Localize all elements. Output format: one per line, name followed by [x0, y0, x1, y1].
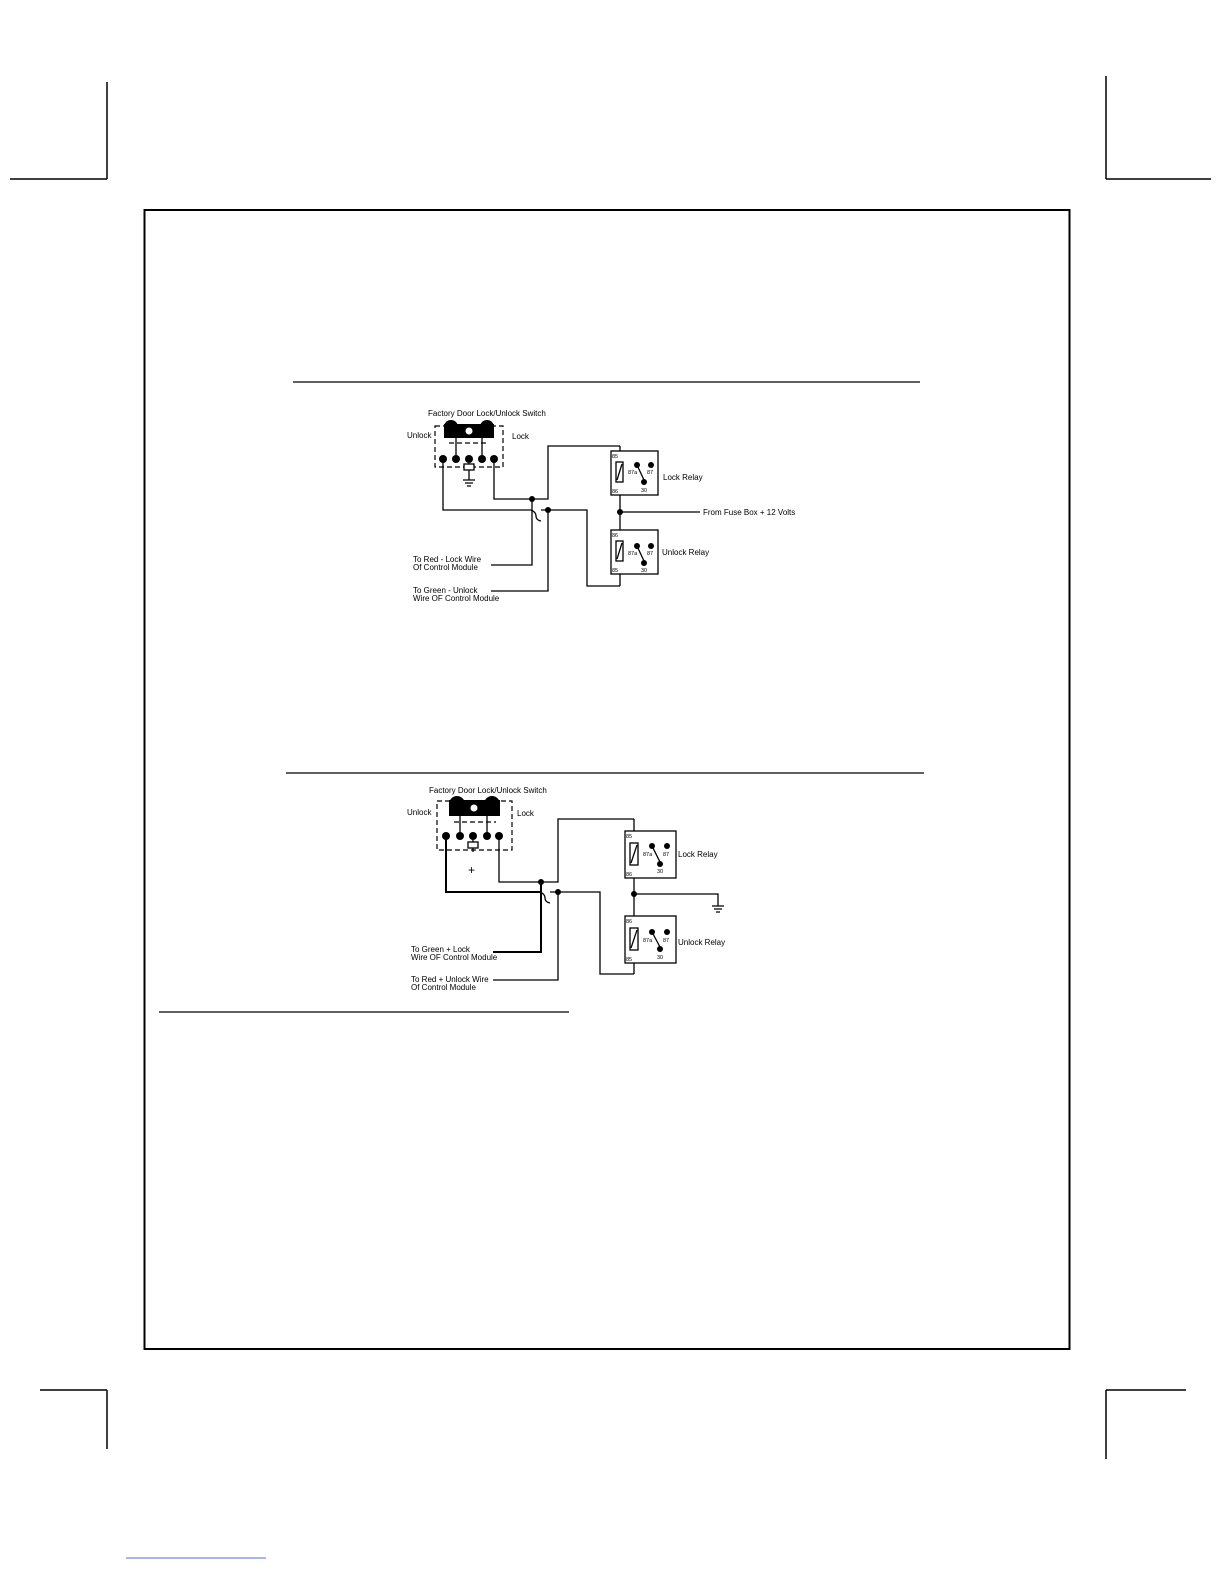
svg-text:85: 85	[626, 957, 632, 963]
lock-relay-2: 85 86 87a 87 30	[624, 830, 677, 879]
fuse-label: From Fuse Box + 12 Volts	[703, 508, 795, 517]
svg-text:30: 30	[641, 568, 647, 574]
svg-text:30: 30	[657, 955, 663, 961]
lock-relay-label: Lock Relay	[678, 850, 718, 859]
svg-text:85: 85	[612, 568, 618, 574]
svg-text:87a: 87a	[643, 938, 653, 944]
svg-text:87a: 87a	[628, 551, 638, 557]
green-wire-label-2: Wire OF Control Module	[411, 953, 498, 962]
switch-title: Factory Door Lock/Unlock Switch	[428, 409, 546, 418]
unlock-label: Unlock	[407, 808, 432, 817]
svg-text:86: 86	[626, 919, 632, 925]
switch-title: Factory Door Lock/Unlock Switch	[429, 786, 547, 795]
green-wire-label: To Green - Unlock	[413, 586, 478, 595]
svg-text:87a: 87a	[628, 470, 638, 476]
page-frame	[143, 209, 1071, 1350]
red-wire-label: To Red - Lock Wire	[413, 555, 482, 564]
svg-text:87: 87	[647, 470, 653, 476]
red-wire-label: To Red + Unlock Wire	[411, 975, 489, 984]
plus-label: +	[468, 863, 475, 877]
crop-marks	[10, 76, 1211, 1459]
unlock-label: Unlock	[407, 431, 432, 440]
svg-text:30: 30	[641, 488, 647, 494]
lock-switch-2	[436, 796, 513, 852]
unlock-relay-2: 86 85 87a 87 30	[624, 915, 677, 964]
green-wire-label-2: Wire OF Control Module	[413, 594, 500, 603]
red-wire-label-2: Of Control Module	[413, 563, 478, 572]
svg-text:30: 30	[657, 869, 663, 875]
unlock-relay-label: Unlock Relay	[678, 938, 725, 947]
lock-label: Lock	[517, 809, 535, 818]
svg-text:87: 87	[663, 938, 669, 944]
svg-text:86: 86	[626, 872, 632, 878]
green-wire-label: To Green + Lock	[411, 945, 471, 954]
diagram-2: Factory Door Lock/Unlock Switch Unlock L…	[407, 786, 725, 992]
svg-text:85: 85	[626, 834, 632, 840]
lock-label: Lock	[512, 432, 530, 441]
svg-text:87a: 87a	[643, 852, 653, 858]
svg-text:85: 85	[612, 454, 618, 460]
unlock-relay-label: Unlock Relay	[662, 548, 709, 557]
red-wire-label-2: Of Control Module	[411, 983, 476, 992]
lock-relay-1: 85 86 87a 87 30	[610, 450, 659, 496]
svg-text:86: 86	[612, 489, 618, 495]
lock-switch-1	[434, 420, 504, 487]
lock-relay-label: Lock Relay	[663, 473, 703, 482]
svg-text:87: 87	[663, 852, 669, 858]
wiring-1	[442, 445, 700, 592]
svg-text:86: 86	[612, 533, 618, 539]
unlock-relay-1: 86 85 87a 87 30	[610, 529, 659, 575]
diagram-1: Factory Door Lock/Unlock Switch Unlock L…	[407, 409, 795, 603]
svg-text:87: 87	[647, 551, 653, 557]
